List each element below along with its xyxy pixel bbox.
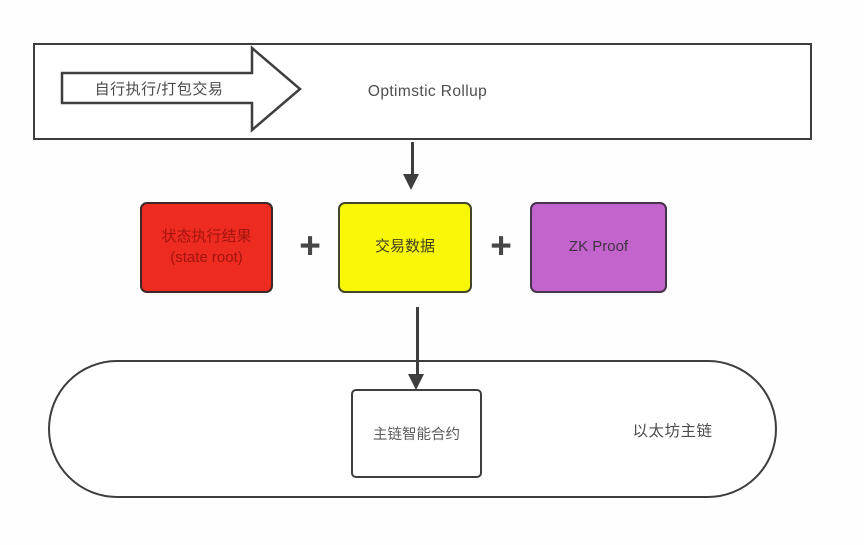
zk-proof-label: ZK Proof (568, 238, 629, 256)
plus-sign-2: + (490, 225, 512, 266)
right-arrow-shape-icon (60, 45, 302, 133)
process-label: 自行执行/打包交易 (94, 80, 224, 98)
transaction-data-box: 交易数据 (338, 202, 472, 293)
banner-title: Optimstic Rollup (367, 83, 488, 100)
mainchain-contract-label: 主链智能合约 (373, 427, 460, 443)
transaction-data-label: 交易数据 (374, 238, 435, 256)
plus-sign-1: + (299, 225, 321, 266)
state-root-sublabel: (state root) (170, 248, 243, 266)
down-arrowhead-icon-top (403, 174, 419, 190)
mainchain-contract-box: 主链智能合约 (351, 389, 482, 478)
zk-proof-box: ZK Proof (530, 202, 667, 293)
ethereum-mainchain-label: 以太坊主链 (632, 423, 713, 440)
down-arrow-line-top (411, 142, 414, 175)
state-root-label: 状态执行结果 (161, 228, 252, 246)
down-arrowhead-icon-bottom (408, 374, 424, 390)
down-arrow-line-bottom (416, 307, 419, 376)
state-root-box: 状态执行结果 (state root) (140, 202, 273, 293)
